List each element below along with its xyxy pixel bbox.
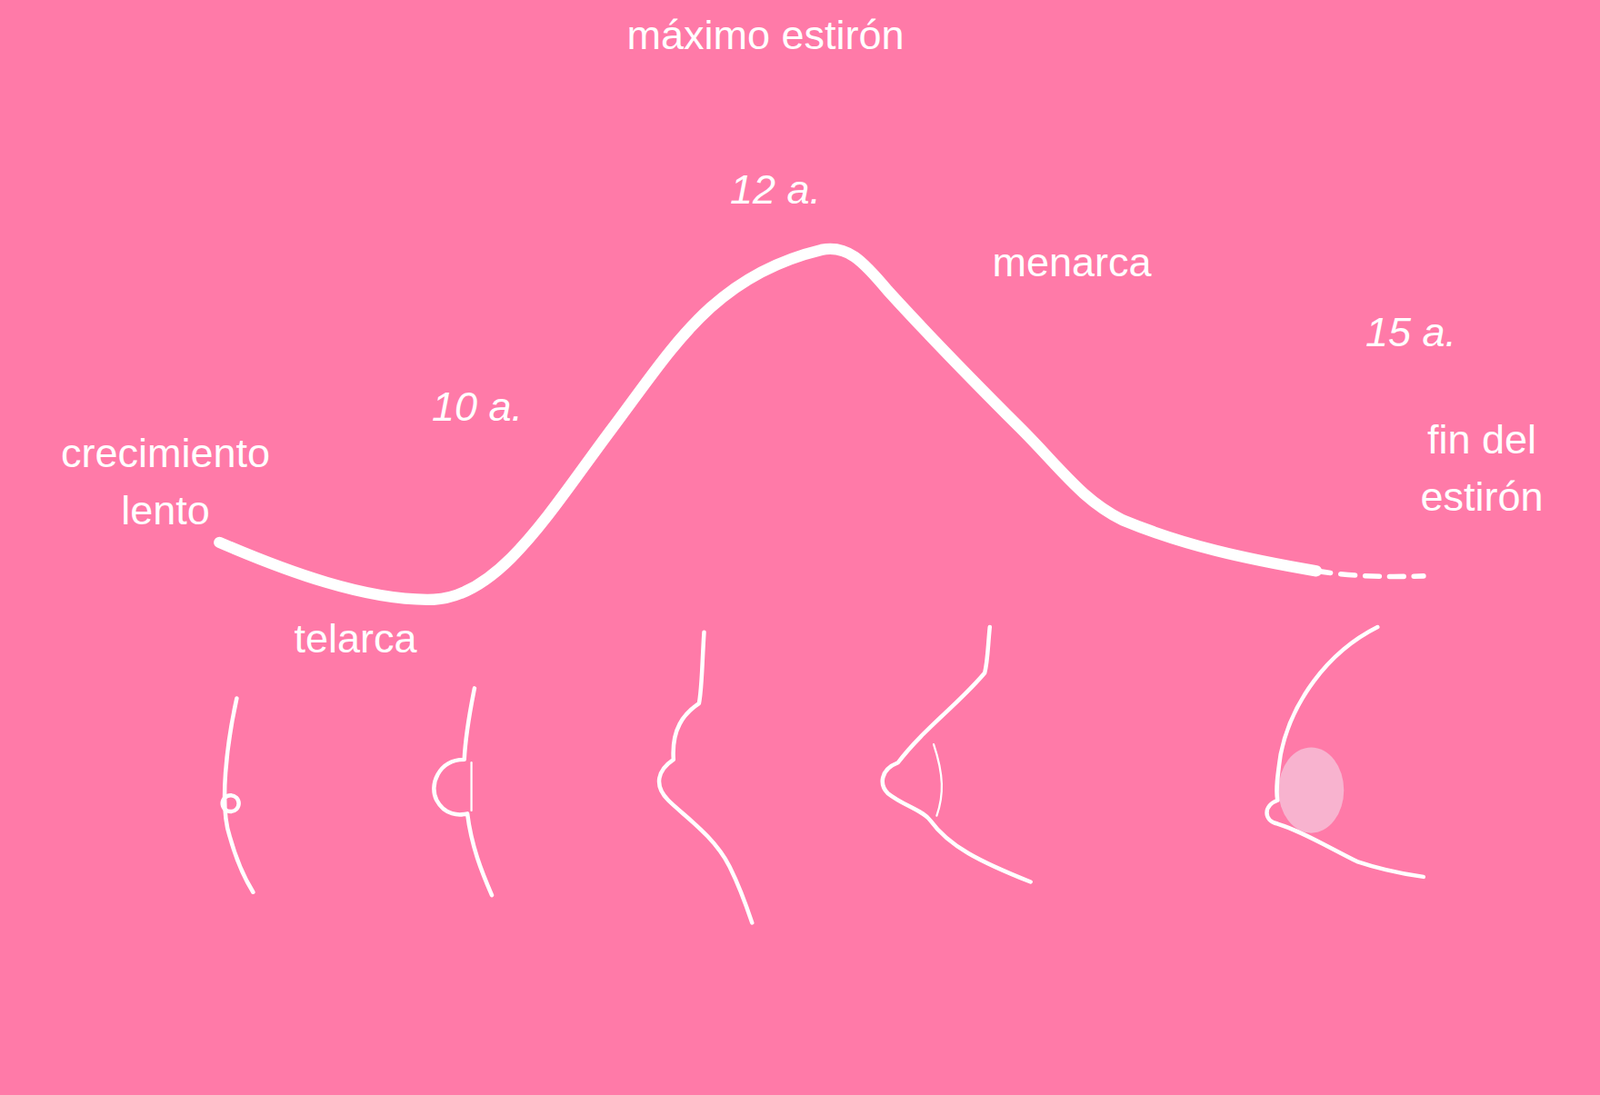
growth-curve bbox=[219, 249, 1317, 600]
stage-3 bbox=[659, 632, 752, 924]
stage-label: menarca bbox=[991, 233, 1151, 291]
stage-4-areola bbox=[933, 744, 942, 817]
stage-2 bbox=[433, 688, 492, 896]
age-label: 15 a. bbox=[1365, 303, 1457, 361]
growth-curve-tail bbox=[1316, 570, 1424, 577]
stage-2-areola bbox=[470, 762, 472, 811]
stage-label: telarca bbox=[293, 610, 417, 668]
stage-4 bbox=[882, 627, 1031, 882]
stage-1-nipple bbox=[222, 795, 240, 812]
stage-label: máximo estirón bbox=[626, 6, 904, 64]
stage-label: fin del estirón bbox=[1402, 410, 1562, 526]
stage-label: crecimiento lento bbox=[42, 424, 289, 540]
age-label: 10 a. bbox=[431, 378, 523, 436]
stage-5 bbox=[1267, 627, 1424, 878]
stage-5-areola bbox=[1278, 747, 1344, 833]
age-label: 12 a. bbox=[730, 160, 821, 219]
breast-stages bbox=[222, 627, 1424, 923]
